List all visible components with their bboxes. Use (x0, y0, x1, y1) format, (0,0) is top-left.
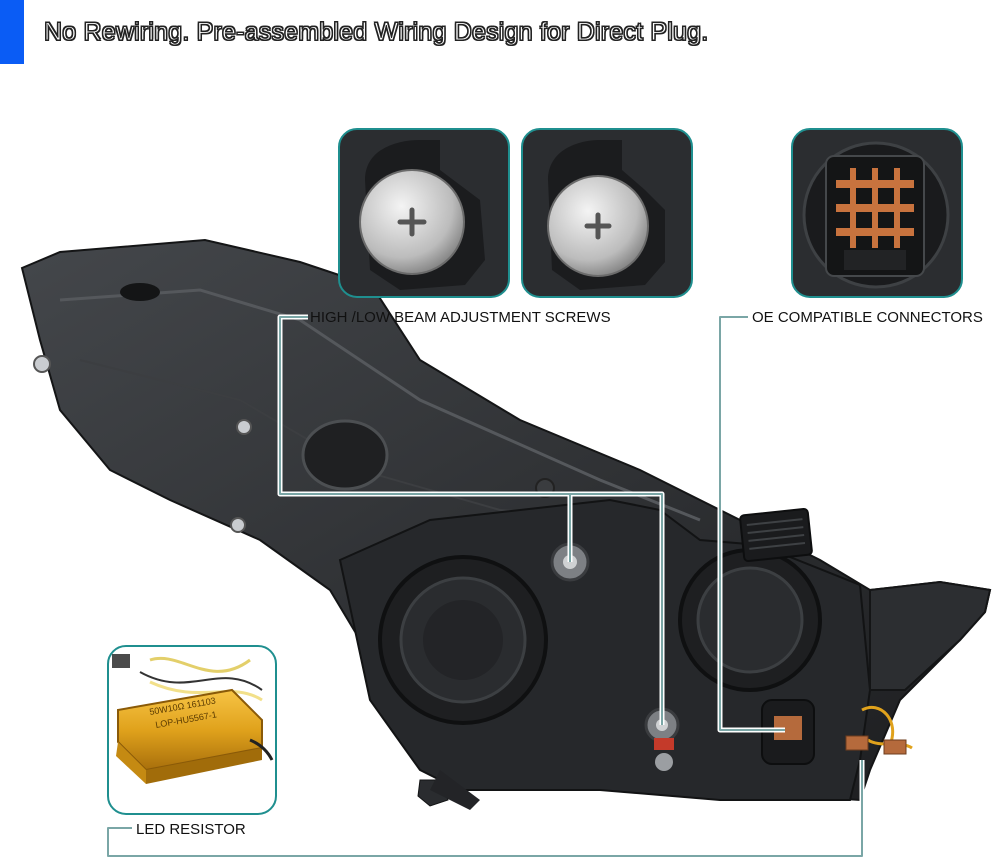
inset-screw-left (338, 128, 510, 298)
headlight-housing (20, 238, 992, 810)
inset-screw-right (521, 128, 693, 298)
callout-connectors-label: OE COMPATIBLE CONNECTORS (752, 309, 983, 326)
resistor-icon (116, 688, 263, 784)
callout-screws-label: HIGH /LOW BEAM ADJUSTMENT SCREWS (310, 309, 611, 326)
inset-connector (791, 128, 963, 298)
headline: No Rewiring. Pre-assembled Wiring Design… (43, 18, 709, 47)
callout-lines-inner (107, 316, 863, 857)
screw-icon (397, 207, 427, 237)
connector-icon (836, 168, 914, 248)
accent-bar (0, 0, 24, 64)
screw-icon (584, 212, 612, 240)
callout-resistor-label: LED RESISTOR (136, 821, 246, 838)
inset-resistor: 50W10Ω 161103 LOP-HU5567-1 (107, 645, 277, 815)
